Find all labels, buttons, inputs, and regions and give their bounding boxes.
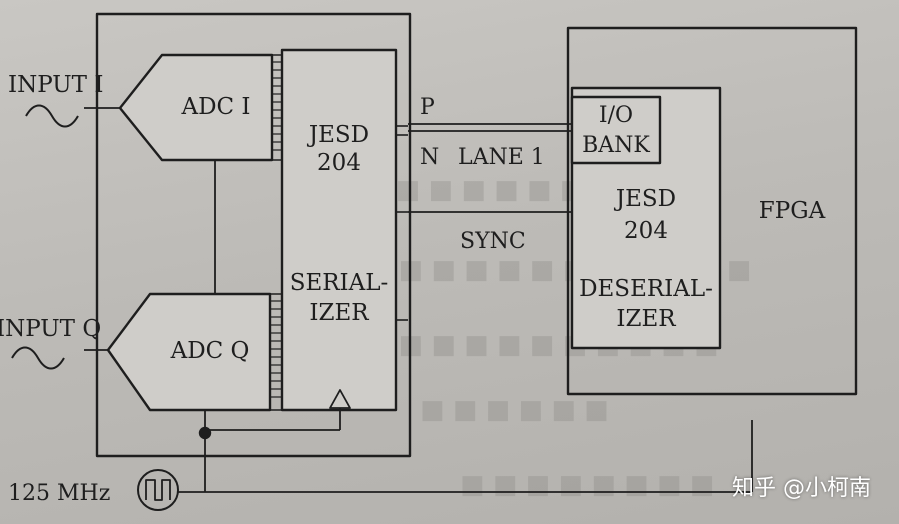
bleed-through-text: ■ ■ ■ ■ ■ ■ — [420, 395, 609, 425]
adc-i-bus — [271, 54, 283, 161]
clock-junction-dot — [198, 426, 212, 440]
serializer-label-204: 204 — [317, 150, 361, 176]
adc-chip-box — [95, 12, 412, 458]
deserializer-label-deserial: DESERIAL- — [579, 276, 713, 302]
deserializer-label-jesd: JESD — [614, 186, 676, 212]
input-q-sine-icon — [11, 346, 65, 370]
adc-q-label: ADC Q — [170, 338, 250, 364]
square-wave-icon — [145, 479, 171, 501]
io-bank-block — [570, 95, 662, 165]
deserializer-label-204: 204 — [624, 218, 668, 244]
io-bank-label-bank: BANK — [582, 133, 650, 158]
pin-n-label: N — [420, 145, 439, 170]
sync-label: SYNC — [460, 229, 526, 254]
fpga-label: FPGA — [759, 198, 826, 224]
input-i-label: INPUT I — [8, 72, 103, 98]
deserializer-label-izer: IZER — [616, 306, 676, 332]
clock-source-icon — [137, 469, 179, 511]
pin-p-label: P — [420, 95, 435, 120]
bus-rungs — [270, 61, 282, 398]
input-q-label: INPUT Q — [0, 316, 101, 342]
serializer-label-izer: IZER — [309, 300, 369, 326]
input-i-sine-icon — [25, 104, 79, 128]
watermark: 知乎 @小柯南 — [732, 476, 871, 501]
clock-label: 125 MHz — [8, 481, 110, 506]
adc-q-bus — [269, 293, 283, 411]
jesd-serializer-block — [280, 48, 398, 412]
serializer-label-serial: SERIAL- — [290, 270, 389, 296]
adc-i-label: ADC I — [180, 94, 250, 120]
io-bank-label-io: I/O — [599, 103, 633, 128]
fpga-box — [566, 26, 858, 396]
serializer-label-jesd: JESD — [307, 122, 369, 148]
lane-label: LANE 1 — [458, 145, 545, 170]
bleed-through-text: ■ ■ ■ ■ ■ ■ ■ ■ — [460, 470, 715, 500]
